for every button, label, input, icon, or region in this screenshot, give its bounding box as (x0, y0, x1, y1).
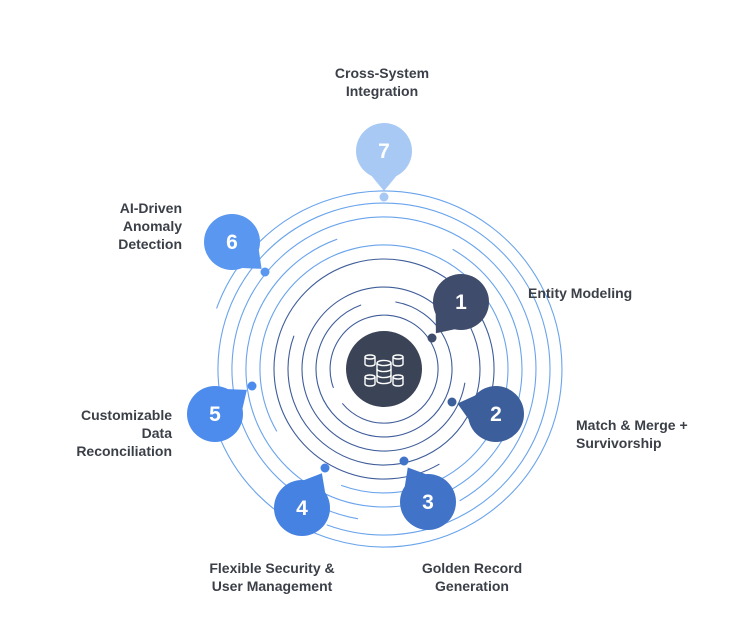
step-bubble (468, 386, 524, 442)
step-label-2: Match & Merge +Survivorship (576, 417, 688, 451)
step-dot (399, 456, 409, 466)
step-number: 4 (296, 497, 308, 520)
step-dot (320, 463, 330, 473)
step-marker-7: 7 (356, 123, 412, 202)
step-marker-5: 5 (187, 381, 257, 442)
ring-arc (216, 190, 563, 548)
step-number: 3 (422, 491, 434, 514)
step-bubble (187, 386, 243, 442)
step-marker-2: 2 (447, 386, 524, 442)
step-label-1: Entity Modeling (528, 285, 632, 301)
ring-arc (301, 286, 466, 452)
step-marker-1: 1 (427, 274, 489, 343)
ring-arc (273, 258, 495, 480)
ring-arc (315, 301, 453, 438)
database-cluster-icon (364, 354, 404, 387)
ring-arc (259, 244, 509, 494)
hub-circle (346, 331, 422, 407)
step-bubble (356, 123, 412, 179)
concentric-rings (216, 190, 563, 548)
step-bubble (274, 480, 330, 536)
step-dot (260, 267, 270, 277)
step-number: 1 (455, 291, 467, 314)
step-number: 2 (490, 403, 502, 426)
step-number: 5 (209, 403, 221, 426)
step-marker-4: 4 (274, 463, 330, 536)
step-label-4: Flexible Security &User Management (209, 560, 334, 594)
step-dot (447, 397, 457, 407)
step-number: 6 (226, 231, 238, 254)
step-marker-6: 6 (204, 214, 270, 277)
ring-arc (245, 238, 523, 508)
step-dot (247, 381, 257, 391)
step-pointer (457, 395, 475, 420)
step-dot (427, 333, 437, 343)
step-number: 7 (378, 140, 390, 163)
step-bubble (433, 274, 489, 330)
step-markers: 1 2 3 4 5 6 7 (187, 123, 524, 536)
step-bubble (204, 214, 260, 270)
step-dot (379, 192, 389, 202)
step-pointer (371, 176, 397, 191)
step-bubble (400, 474, 456, 530)
central-hub (346, 331, 422, 407)
step-marker-3: 3 (399, 456, 456, 530)
ring-arc (231, 216, 537, 520)
